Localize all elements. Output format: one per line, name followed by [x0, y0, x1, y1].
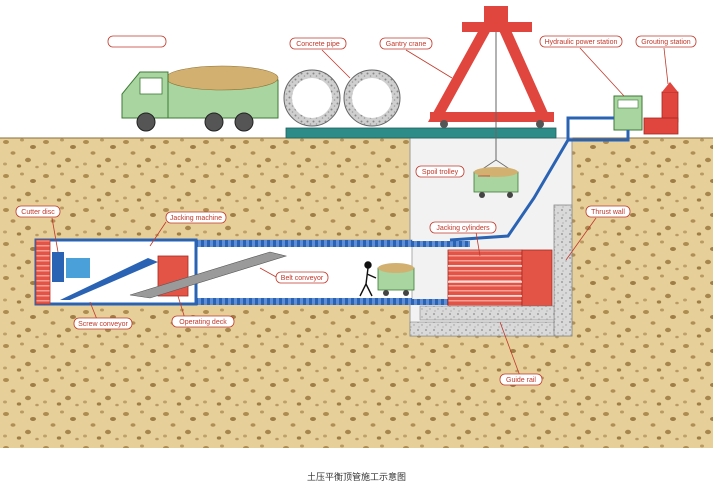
- grouting-station: [643, 82, 679, 135]
- cutter-disc: [35, 239, 51, 305]
- label-spoil-trolley: Spoil trolley: [415, 165, 465, 178]
- label-jacking-machine: Jacking machine: [165, 211, 227, 224]
- guide-rail: [419, 305, 555, 321]
- label-thrust-wall: Thrust wall: [585, 205, 631, 218]
- pipe-lower-wall: [195, 298, 412, 305]
- belt-conveyor: [129, 251, 288, 299]
- worker-figure: [359, 261, 377, 297]
- label-jacking-cylinders: Jacking cylinders: [429, 221, 497, 234]
- label-gantry-crane: Gantry crane: [379, 37, 433, 50]
- svg-text:Operating deck: Operating deck: [179, 319, 227, 326]
- label-grouting-station: Grouting station: [635, 35, 697, 48]
- hydraulic-power-station: [613, 95, 643, 131]
- dump-truck: [121, 65, 279, 132]
- callout-lines: [51, 47, 669, 377]
- label-guide-rail: Guide rail: [499, 373, 543, 386]
- pipe-upper-wall: [195, 240, 412, 247]
- svg-text:Spoil trolley: Spoil trolley: [422, 169, 459, 176]
- figure-caption: 土压平衡顶管施工示意图: [306, 473, 406, 483]
- label-cutter-disc: Cutter disc: [15, 205, 61, 218]
- spoil-trolley: [473, 159, 519, 198]
- svg-text:Grouting station: Grouting station: [641, 39, 691, 46]
- svg-text:Screw conveyor: Screw conveyor: [78, 321, 128, 328]
- jacking-cylinders: [447, 249, 553, 307]
- label-hydraulic-power-station: Hydraulic power station: [539, 35, 623, 48]
- label-screw-conveyor: Screw conveyor: [73, 317, 133, 330]
- label-concrete-pipe: Concrete pipe: [289, 37, 347, 50]
- svg-text:Gantry crane: Gantry crane: [386, 41, 427, 48]
- surface-platform: [285, 127, 557, 139]
- label-truck: [107, 35, 167, 48]
- concrete-pipes: [283, 69, 401, 127]
- screw-conveyor: [60, 258, 158, 300]
- svg-text:Jacking machine: Jacking machine: [170, 215, 222, 222]
- gantry-crane: [428, 6, 554, 160]
- svg-text:Belt conveyor: Belt conveyor: [281, 275, 324, 282]
- thrust-wall: [553, 204, 573, 337]
- svg-text:Guide rail: Guide rail: [506, 377, 536, 384]
- tunnel-spoil-cart: [377, 263, 415, 296]
- svg-text:Concrete pipe: Concrete pipe: [296, 41, 340, 48]
- svg-text:Thrust wall: Thrust wall: [591, 209, 625, 216]
- label-operating-deck: Operating deck: [171, 315, 235, 328]
- svg-text:Jacking cylinders: Jacking cylinders: [436, 225, 490, 232]
- svg-text:Cutter disc: Cutter disc: [21, 209, 55, 216]
- svg-text:Hydraulic power station: Hydraulic power station: [545, 39, 618, 46]
- label-belt-conveyor: Belt conveyor: [275, 271, 329, 284]
